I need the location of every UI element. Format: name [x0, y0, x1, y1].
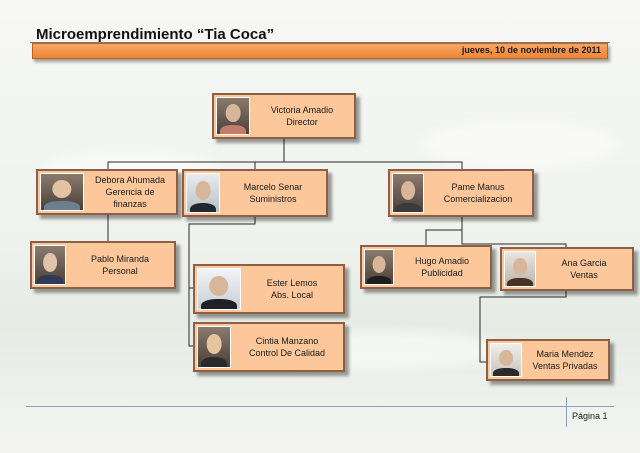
node-name: Cintia Manzano — [255, 336, 319, 346]
portrait-photo-icon — [364, 249, 394, 285]
node-role: Director — [286, 117, 318, 127]
node-name: Debora Ahumada — [94, 175, 166, 185]
footer-divider — [26, 406, 614, 407]
node-name: Marcelo Senar — [243, 182, 303, 192]
page-number: Página 1 — [572, 411, 608, 421]
node-role: Suministros — [249, 194, 297, 204]
node-role: Personal — [102, 266, 138, 276]
portrait-photo-icon — [40, 173, 84, 211]
portrait-photo-icon — [216, 97, 250, 135]
portrait-photo-icon — [392, 173, 424, 213]
portrait-photo-icon — [490, 343, 522, 377]
portrait-photo-icon — [197, 326, 231, 368]
node-name: Ester Lemos — [266, 278, 318, 288]
page-title: Microemprendimiento “Tia Coca” — [36, 26, 275, 43]
node-role: Ventas Privadas — [532, 361, 598, 371]
portrait-photo-icon — [197, 268, 241, 310]
org-node-comercializacion[interactable]: Pame Manus Comercializacion — [388, 169, 534, 217]
node-name: Maria Mendez — [536, 349, 594, 359]
node-role: Ventas — [570, 270, 598, 280]
org-node-abs-local[interactable]: Ester Lemos Abs. Local — [193, 264, 345, 314]
portrait-photo-icon — [34, 245, 66, 285]
node-role: Control De Calidad — [248, 348, 326, 358]
date-label: jueves, 10 de noviembre de 2011 — [461, 45, 601, 55]
connector-ventas-privadas — [479, 290, 567, 363]
connector-comercial-children — [425, 216, 567, 248]
node-role: Gerencia de finanzas — [105, 187, 155, 209]
org-node-gerencia-finanzas[interactable]: Debora Ahumada Gerencia de finanzas — [36, 169, 178, 215]
node-role: Abs. Local — [270, 290, 314, 300]
org-node-suministros[interactable]: Marcelo Senar Suministros — [182, 169, 328, 217]
org-node-control-calidad[interactable]: Cintia Manzano Control De Calidad — [193, 322, 345, 372]
org-node-ventas-privadas[interactable]: Maria Mendez Ventas Privadas — [486, 339, 610, 381]
node-role: Publicidad — [421, 268, 463, 278]
node-name: Ana Garcia — [561, 258, 607, 268]
org-node-director[interactable]: Victoria Amadio Director — [212, 93, 356, 139]
org-node-personal[interactable]: Pablo Miranda Personal — [30, 241, 176, 289]
node-name: Pablo Miranda — [90, 254, 150, 264]
node-name: Pame Manus — [451, 182, 505, 192]
org-node-ventas[interactable]: Ana Garcia Ventas — [500, 247, 634, 291]
footer-divider-tick — [566, 397, 567, 427]
date-header-bar: jueves, 10 de noviembre de 2011 — [32, 43, 608, 59]
portrait-photo-icon — [504, 251, 536, 287]
node-role: Comercializacion — [443, 194, 513, 204]
node-name: Victoria Amadio — [270, 105, 334, 115]
portrait-photo-icon — [186, 173, 220, 213]
org-node-publicidad[interactable]: Hugo Amadio Publicidad — [360, 245, 492, 289]
connector-director-level2 — [107, 138, 463, 170]
title-divider — [30, 42, 610, 43]
node-name: Hugo Amadio — [414, 256, 470, 266]
